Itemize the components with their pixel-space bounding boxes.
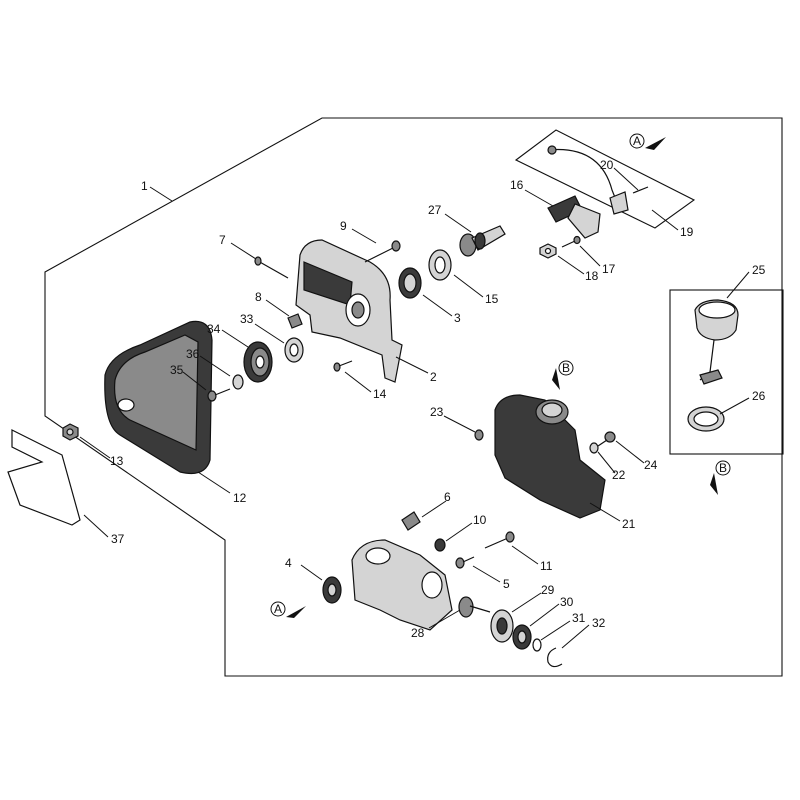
arrow-b-tank <box>552 368 560 390</box>
bolt-11-part <box>484 531 515 549</box>
bearing-29-part <box>490 609 514 643</box>
callout-36: 36 <box>186 347 200 361</box>
washer-36-part <box>232 374 244 390</box>
grease-fitting-part <box>401 511 421 531</box>
callout-34: 34 <box>207 322 221 336</box>
sprocket-part <box>243 341 273 383</box>
bearing-30-part <box>512 624 532 650</box>
callout-14: 14 <box>373 387 387 401</box>
bolt-7-part <box>254 256 289 279</box>
callout-11: 11 <box>540 559 553 573</box>
callout-28: 28 <box>411 626 425 640</box>
callout-35: 35 <box>170 363 184 377</box>
arrow-b-cap <box>710 473 718 495</box>
callout-32: 32 <box>592 616 606 630</box>
callout-15: 15 <box>485 292 499 306</box>
shaft-28-part <box>458 596 491 618</box>
screw-35-part <box>207 388 231 402</box>
callout-37: 37 <box>111 532 125 546</box>
reference-marker-b-cap: B <box>710 460 731 495</box>
marker-b-cap-label: B <box>719 461 727 475</box>
gear-case-cover-part <box>295 239 403 383</box>
fuel-cap-inset-box <box>669 289 784 455</box>
washer-22-part <box>589 442 599 454</box>
callout-17: 17 <box>602 262 616 276</box>
arrow-a-bottom <box>286 606 306 618</box>
gasket-26-part <box>687 406 725 432</box>
callout-24: 24 <box>644 458 658 472</box>
callout-30: 30 <box>560 595 574 609</box>
chain-guard-part <box>7 429 81 526</box>
bottom-housing-part <box>351 539 453 631</box>
callout-labels: 1 2 3 4 5 6 7 8 9 10 11 12 13 14 15 16 1… <box>110 158 766 640</box>
callout-25: 25 <box>752 263 766 277</box>
screw-23-part <box>474 429 484 441</box>
callout-3: 3 <box>454 311 461 325</box>
washer-10-part <box>434 538 446 552</box>
oil-hose-part <box>547 145 629 215</box>
callout-1: 1 <box>141 179 148 193</box>
gear-case-part <box>494 394 606 519</box>
marker-a-bottom-label: A <box>274 602 282 616</box>
reference-marker-a-top: A <box>629 133 666 150</box>
leader-lines <box>79 167 750 649</box>
callout-6: 6 <box>444 490 451 504</box>
oil-pump-inset-box <box>514 129 696 229</box>
nut-13-part <box>62 423 79 441</box>
callout-29: 29 <box>541 583 555 597</box>
washer-33-part <box>284 337 304 363</box>
callout-12: 12 <box>233 491 247 505</box>
callout-13: 13 <box>110 454 124 468</box>
callout-22: 22 <box>612 468 626 482</box>
reference-marker-a-bottom: A <box>270 601 306 618</box>
callout-21: 21 <box>622 517 636 531</box>
reference-marker-b-tank: B <box>552 360 574 390</box>
callout-2: 2 <box>430 370 437 384</box>
screw-5-part <box>455 556 475 569</box>
callout-20: 20 <box>600 158 614 172</box>
callout-31: 31 <box>572 611 586 625</box>
callout-9: 9 <box>340 219 347 233</box>
callout-5: 5 <box>503 577 510 591</box>
callout-18: 18 <box>585 269 599 283</box>
callout-27: 27 <box>428 203 442 217</box>
marker-b-tank-label: B <box>562 361 570 375</box>
bearing-3-part <box>398 267 422 299</box>
plug-8-part <box>287 313 303 329</box>
sprocket-cover-part <box>104 320 213 475</box>
bolt-24-part <box>597 431 616 447</box>
callout-8: 8 <box>255 290 262 304</box>
callout-16: 16 <box>510 178 524 192</box>
fuel-cap-part <box>694 299 739 385</box>
marker-a-top-label: A <box>633 134 641 148</box>
shaft-27-part <box>459 225 506 257</box>
callout-10: 10 <box>473 513 487 527</box>
bolt-9-part <box>364 240 401 263</box>
arrow-a-top <box>645 137 666 150</box>
screw-17-part <box>561 235 581 248</box>
callout-33: 33 <box>240 312 254 326</box>
callout-4: 4 <box>285 556 292 570</box>
pin-20-part <box>632 186 649 194</box>
bearing-4-part <box>322 576 342 604</box>
callout-26: 26 <box>752 389 766 403</box>
ring-31-part <box>532 638 542 652</box>
callout-19: 19 <box>680 225 694 239</box>
snap-ring-32-part <box>547 647 563 668</box>
screw-14-part <box>333 360 353 372</box>
callout-7: 7 <box>219 233 226 247</box>
bearing-15-part <box>428 249 452 281</box>
nut-18-part <box>539 243 557 259</box>
oil-pump-part <box>547 195 601 239</box>
callout-23: 23 <box>430 405 444 419</box>
